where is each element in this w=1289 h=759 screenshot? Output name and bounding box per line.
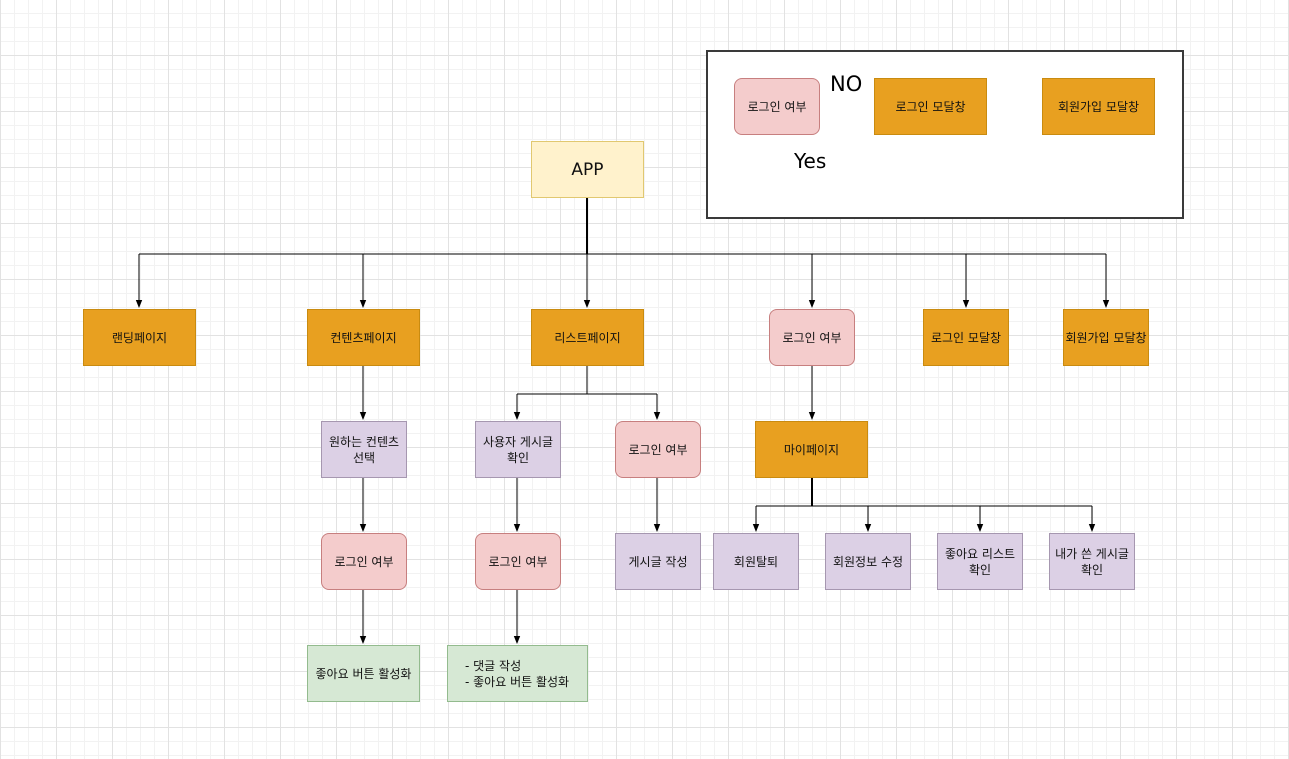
top-login-check-node[interactable]: 로그인 여부 bbox=[769, 309, 855, 366]
view-posts-node[interactable]: 사용자 게시글 확인 bbox=[475, 421, 561, 478]
legend-no-label: NO bbox=[830, 72, 863, 96]
content-like-button-node[interactable]: 좋아요 버튼 활성화 bbox=[307, 645, 420, 702]
my-posts-node[interactable]: 내가 쓴 게시글 확인 bbox=[1049, 533, 1135, 590]
legend-login-check-node[interactable]: 로그인 여부 bbox=[734, 78, 820, 135]
legend-yes-label: Yes bbox=[794, 149, 827, 173]
edit-info-node[interactable]: 회원정보 수정 bbox=[825, 533, 911, 590]
legend-login-modal-node[interactable]: 로그인 모달창 bbox=[874, 78, 987, 135]
list-login-check-b-node[interactable]: 로그인 여부 bbox=[615, 421, 701, 478]
content-login-check-node[interactable]: 로그인 여부 bbox=[321, 533, 407, 590]
comment-like-actions-node[interactable]: - 댓글 작성 - 좋아요 버튼 활성화 bbox=[447, 645, 588, 702]
app-root-node[interactable]: APP bbox=[531, 141, 644, 198]
login-modal-node[interactable]: 로그인 모달창 bbox=[923, 309, 1009, 366]
signup-modal-node[interactable]: 회원가입 모달창 bbox=[1063, 309, 1149, 366]
list-stem-line bbox=[517, 366, 588, 395]
landing-page-node[interactable]: 랜딩페이지 bbox=[83, 309, 196, 366]
legend-signup-modal-node[interactable]: 회원가입 모달창 bbox=[1042, 78, 1155, 135]
content-page-node[interactable]: 컨텐츠페이지 bbox=[307, 309, 420, 366]
select-content-node[interactable]: 원하는 컨텐츠 선택 bbox=[321, 421, 407, 478]
list-page-node[interactable]: 리스트페이지 bbox=[531, 309, 644, 366]
write-post-node[interactable]: 게시글 작성 bbox=[615, 533, 701, 590]
list-login-check-a-node[interactable]: 로그인 여부 bbox=[475, 533, 561, 590]
liked-list-node[interactable]: 좋아요 리스트 확인 bbox=[937, 533, 1023, 590]
mypage-node[interactable]: 마이페이지 bbox=[755, 421, 868, 478]
withdraw-node[interactable]: 회원탈퇴 bbox=[713, 533, 799, 590]
